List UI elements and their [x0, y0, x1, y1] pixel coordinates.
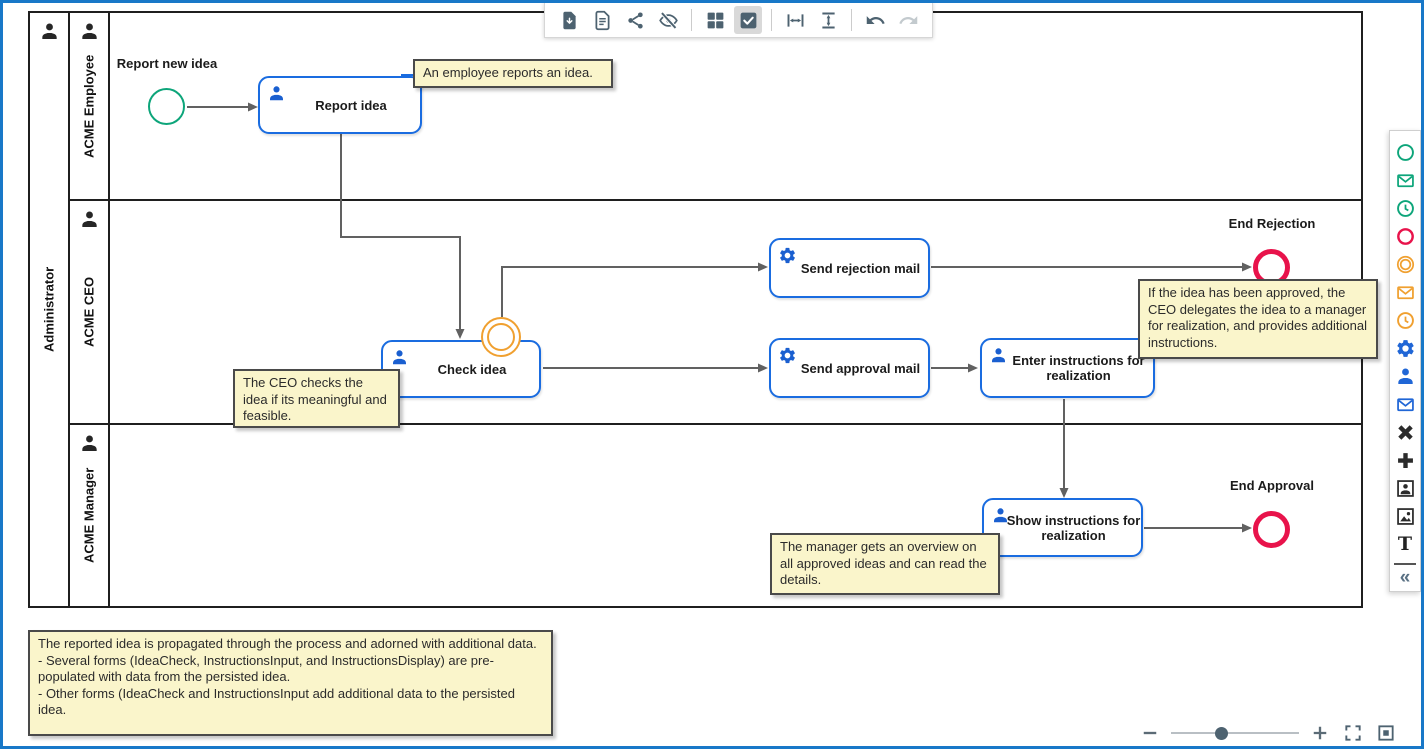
toolbar-separator — [771, 9, 772, 31]
task-show-instructions[interactable]: Show instructions for realization — [982, 498, 1143, 557]
task-label: Send rejection mail — [800, 260, 921, 276]
palette-separator — [1394, 563, 1416, 565]
task-label: Send approval mail — [800, 360, 921, 376]
lane-acme-ceo[interactable]: ACME CEO — [70, 199, 1361, 423]
palette-end-event-icon[interactable] — [1391, 222, 1419, 250]
lane-acme-manager[interactable]: ACME Manager — [70, 423, 1361, 606]
end-event-approval[interactable] — [1253, 511, 1290, 548]
task-enter-instructions[interactable]: Enter instructions for realization — [980, 338, 1155, 398]
user-icon — [267, 84, 286, 103]
task-label: Enter instructions for realization — [1012, 353, 1145, 383]
top-toolbar — [544, 2, 933, 38]
annotation-manager-overview[interactable]: The manager gets an overview on all appr… — [770, 533, 1000, 595]
redo-button[interactable] — [894, 6, 922, 34]
zoom-slider[interactable] — [1171, 726, 1299, 740]
task-report-idea[interactable]: Report idea — [258, 76, 422, 134]
collapse-palette-button[interactable]: « — [1399, 567, 1411, 588]
gear-icon — [778, 246, 797, 265]
person-icon — [39, 21, 60, 42]
boundary-event-check-idea[interactable] — [481, 317, 521, 357]
palette-message-intermediate-event-icon[interactable] — [1391, 278, 1419, 306]
toolbar-separator — [691, 9, 692, 31]
zoom-slider-handle[interactable] — [1214, 726, 1228, 740]
task-label: Check idea — [437, 361, 507, 377]
undo-button[interactable] — [861, 6, 889, 34]
gear-icon — [778, 346, 797, 365]
user-icon — [989, 346, 1008, 365]
task-send-approval-mail[interactable]: Send approval mail — [769, 338, 930, 398]
palette-timer-intermediate-event-icon[interactable] — [1391, 306, 1419, 334]
fit-width-button[interactable] — [781, 6, 809, 34]
event-label: Report new idea — [116, 56, 218, 71]
share-button[interactable] — [621, 6, 649, 34]
lane-acme-employee[interactable]: ACME Employee — [70, 13, 1361, 199]
export-file-button[interactable] — [555, 6, 583, 34]
lane-header[interactable]: ACME Employee — [70, 13, 110, 199]
person-icon — [79, 21, 100, 42]
annotation-idea-approved[interactable]: If the idea has been approved, the CEO d… — [1138, 279, 1378, 359]
lane-header[interactable]: ACME Manager — [70, 425, 110, 606]
validate-button[interactable] — [734, 6, 762, 34]
palette-timer-start-event-icon[interactable] — [1391, 194, 1419, 222]
flow-boundary-to-rejection[interactable] — [501, 266, 759, 317]
zoom-in-button[interactable] — [1308, 721, 1332, 745]
element-palette: T « — [1389, 130, 1421, 592]
start-event-report-new-idea[interactable] — [148, 88, 185, 125]
event-label: End Approval — [1229, 478, 1315, 493]
reset-zoom-button[interactable] — [1374, 721, 1398, 745]
annotation-employee-reports[interactable]: An employee reports an idea. — [413, 59, 613, 88]
hide-overlays-button[interactable] — [654, 6, 682, 34]
palette-parallel-gateway-icon[interactable] — [1391, 446, 1419, 474]
zoom-out-button[interactable] — [1138, 721, 1162, 745]
palette-start-event-icon[interactable] — [1391, 138, 1419, 166]
palette-image-icon[interactable] — [1391, 502, 1419, 530]
person-icon — [79, 209, 100, 230]
toolbar-separator — [851, 9, 852, 31]
event-label: End Rejection — [1228, 216, 1316, 231]
person-icon — [79, 433, 100, 454]
annotation-reported-idea[interactable]: The reported idea is propagated through … — [28, 630, 553, 736]
grid-view-button[interactable] — [701, 6, 729, 34]
flow-report-to-check[interactable] — [340, 134, 461, 329]
palette-message-start-event-icon[interactable] — [1391, 166, 1419, 194]
document-button[interactable] — [588, 6, 616, 34]
zoom-controls — [1138, 719, 1398, 747]
pool-header[interactable]: Administrator — [30, 13, 70, 606]
palette-send-task-icon[interactable] — [1391, 390, 1419, 418]
palette-text-icon[interactable]: T — [1397, 532, 1413, 555]
task-send-rejection-mail[interactable]: Send rejection mail — [769, 238, 930, 298]
palette-exclusive-gateway-icon[interactable] — [1391, 418, 1419, 446]
fit-height-button[interactable] — [814, 6, 842, 34]
lane-header[interactable]: ACME CEO — [70, 201, 110, 423]
annotation-ceo-checks[interactable]: The CEO checks the idea if its meaningfu… — [233, 369, 400, 428]
palette-user-task-icon[interactable] — [1391, 362, 1419, 390]
palette-service-task-icon[interactable] — [1391, 334, 1419, 362]
user-icon — [390, 348, 409, 367]
task-label: Report idea — [315, 97, 387, 113]
palette-intermediate-event-icon[interactable] — [1391, 250, 1419, 278]
palette-user-image-icon[interactable] — [1391, 474, 1419, 502]
task-label: Show instructions for realization — [1006, 512, 1141, 543]
fit-viewport-button[interactable] — [1341, 721, 1365, 745]
user-icon — [991, 506, 1010, 525]
